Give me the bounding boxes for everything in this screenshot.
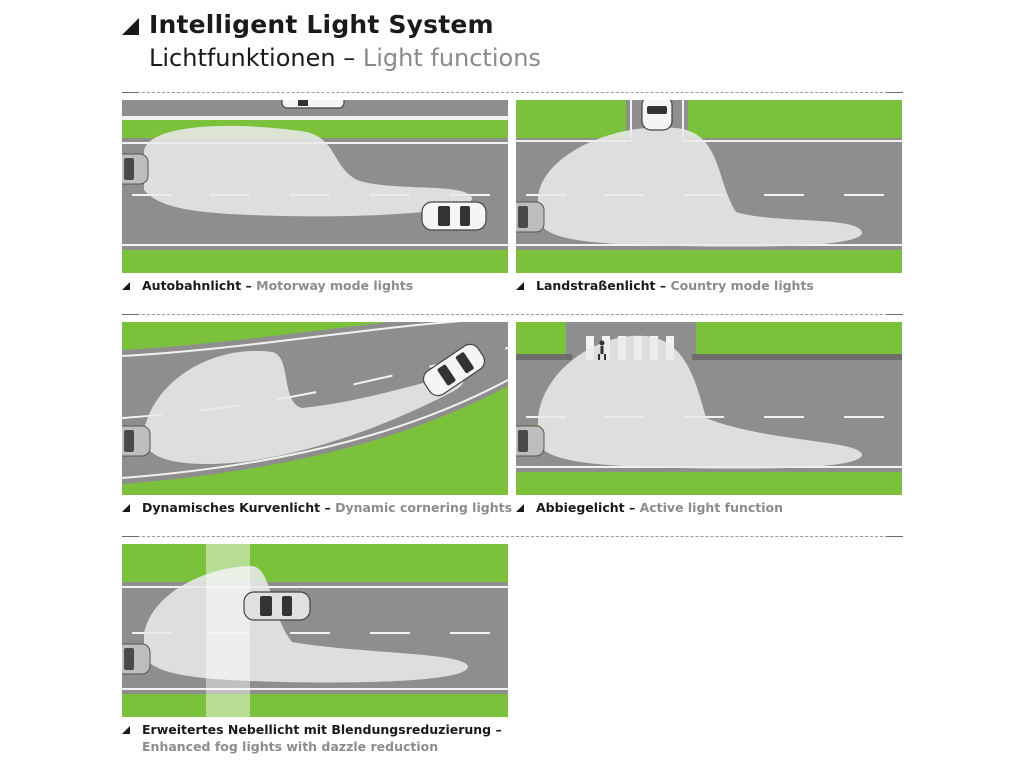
caption-german: Landstraßenlicht – <box>536 278 667 293</box>
caption-german: Autobahnlicht – <box>142 278 252 293</box>
title-triangle-icon <box>122 18 139 35</box>
motorway-scene-image <box>122 100 508 273</box>
page-title: Intelligent Light System <box>149 10 494 39</box>
caption-german: Dynamisches Kurvenlicht – <box>142 500 331 515</box>
caption-triangle-icon <box>516 282 524 290</box>
illustration-cornering-lights <box>122 322 508 495</box>
car-icon <box>422 343 486 397</box>
caption-english: Active light function <box>639 500 784 515</box>
fog-light-scene-image <box>122 544 508 717</box>
car-icon <box>122 643 151 675</box>
car-icon <box>516 201 545 233</box>
pedestrian-icon <box>598 340 606 360</box>
caption-triangle-icon <box>122 282 130 290</box>
caption-german: Erweitertes Nebellicht mit Blendungsredu… <box>142 722 502 737</box>
subtitle-german: Lichtfunktionen – <box>149 44 356 72</box>
caption-english: Dynamic cornering lights <box>335 500 513 515</box>
illustration-active-lights <box>516 322 902 495</box>
cornering-scene-image <box>122 322 508 495</box>
active-light-scene-image <box>516 322 902 495</box>
caption-english: Country mode lights <box>670 278 814 293</box>
fog-band <box>206 544 250 717</box>
caption-triangle-icon <box>122 726 130 734</box>
car-icon <box>516 425 545 457</box>
caption-english: Enhanced fog lights with dazzle reductio… <box>142 739 439 754</box>
car-icon <box>281 100 345 109</box>
caption-triangle-icon <box>122 504 130 512</box>
car-icon <box>641 100 673 131</box>
illustration-fog-lights <box>122 544 508 717</box>
page-subtitle: Lichtfunktionen – Light functions <box>149 44 541 72</box>
car-icon <box>421 201 487 231</box>
subtitle-english: Light functions <box>362 44 541 72</box>
country-scene-image <box>516 100 902 273</box>
divider-line <box>122 536 903 537</box>
caption-english: Motorway mode lights <box>256 278 414 293</box>
car-icon <box>122 153 149 185</box>
divider-line <box>122 314 903 315</box>
caption-german: Abbiegelicht – <box>536 500 636 515</box>
car-icon <box>122 425 151 457</box>
divider-line <box>122 92 903 93</box>
illustration-country-lights <box>516 100 902 273</box>
illustration-motorway-lights <box>122 100 508 273</box>
caption-triangle-icon <box>516 504 524 512</box>
car-icon <box>243 591 311 621</box>
